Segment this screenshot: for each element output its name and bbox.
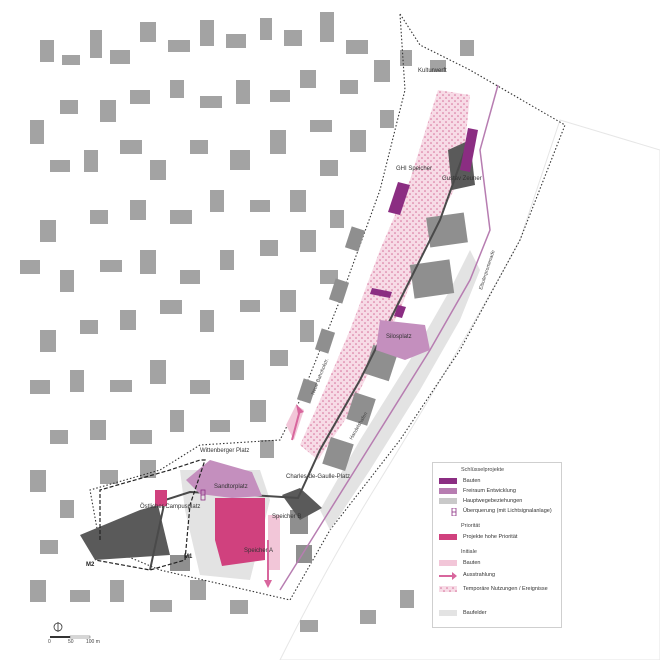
campus-priority-block xyxy=(155,490,167,506)
label-ghi-speicher: GHI Speicher xyxy=(396,166,432,172)
label-speicher-b: Speicher B xyxy=(272,514,301,520)
legend-item-temporaer: Temporäre Nutzungen / Ereignisse xyxy=(439,585,548,593)
label-speicher-a: Speicher A xyxy=(244,548,273,554)
label-silosplatz: Silosplatz xyxy=(386,334,412,340)
legend-label: Überquerung (mit Lichtsignalanlage) xyxy=(463,508,552,514)
legend-swatch xyxy=(439,507,457,517)
campus-boundary xyxy=(94,459,206,571)
label-kulturwerft: Kulturwerft xyxy=(418,68,447,74)
label-m2: M2 xyxy=(86,562,95,568)
legend-label: Baufelder xyxy=(463,610,487,616)
north-arrow-icon xyxy=(53,622,63,632)
label-oestlicher-campusplatz: Östlicher Campusplatz xyxy=(140,503,200,510)
promenade-line xyxy=(279,84,499,591)
legend-item-priority: Projekte hohe Priorität xyxy=(439,533,517,541)
legend-item-hauptwege: Hauptwegebeziehungen xyxy=(439,497,522,505)
label-sandtorplatz: Sandtorplatz xyxy=(214,484,248,490)
map-legend: Schlüsselprojekte Bauten Freiraum Entwic… xyxy=(432,462,562,628)
city-buildings xyxy=(20,12,474,632)
crossing-icon xyxy=(451,507,457,517)
label-elbuferpromenade: Elbuferpromenade xyxy=(478,249,496,290)
legend-swatch xyxy=(439,478,457,484)
legend-item-ausstrahlung: Ausstrahlung xyxy=(439,571,496,580)
scale-bar: 0 50 100 m xyxy=(48,635,100,645)
main-path-line xyxy=(149,149,466,571)
legend-section-initial: Initiale xyxy=(461,549,477,555)
legend-label: Hauptwegebeziehungen xyxy=(463,498,523,504)
legend-swatch xyxy=(439,586,457,592)
label-gustav-zeuner: Gustav Zeuner xyxy=(442,176,482,182)
speicher-priority-area xyxy=(215,498,265,566)
legend-section-key: Schlüsselprojekte xyxy=(461,467,505,473)
legend-item-initial-bauten: Bauten xyxy=(439,559,480,567)
radiation-arrows xyxy=(264,404,304,588)
legend-item-ueberquerung: Überquerung (mit Lichtsignalanlage) xyxy=(439,507,552,517)
legend-label: Bauten xyxy=(463,478,481,484)
crossing-markers xyxy=(200,489,206,501)
legend-label: Temporäre Nutzungen / Ereignisse xyxy=(463,586,548,592)
legend-swatch xyxy=(439,488,457,494)
legend-item-freiraum: Freiraum Entwicklung xyxy=(439,487,516,495)
arrow-right-icon xyxy=(439,572,457,580)
label-charles-de-gaulle: Charles-de-Gaulle-Platz xyxy=(286,474,350,480)
scale-hundred: 100 m xyxy=(86,639,100,645)
scale-zero: 0 xyxy=(48,639,51,645)
legend-swatch xyxy=(439,610,457,616)
river-shore xyxy=(279,119,660,660)
legend-swatch xyxy=(439,560,457,566)
label-m1: M1 xyxy=(184,554,193,560)
legend-item-bauten: Bauten xyxy=(439,477,480,485)
temporary-use-area xyxy=(300,90,470,460)
legend-label: Freiraum Entwicklung xyxy=(463,488,516,494)
legend-swatch xyxy=(439,534,457,540)
map-labels: Kulturwerft GHI Speicher Gustav Zeuner S… xyxy=(86,68,497,568)
scale-fifty: 50 xyxy=(68,639,74,645)
legend-section-priority: Priorität xyxy=(461,523,480,529)
key-project-buildings xyxy=(370,128,478,318)
label-wittenberger-platz: Wittenberger Platz xyxy=(200,448,249,454)
legend-item-baufelder: Baufelder xyxy=(439,609,487,617)
legend-label: Bauten xyxy=(463,560,481,566)
legend-label: Ausstrahlung xyxy=(463,572,496,578)
legend-swatch xyxy=(439,498,457,504)
legend-label: Projekte hohe Priorität xyxy=(463,534,518,540)
open-space-areas xyxy=(186,320,430,498)
